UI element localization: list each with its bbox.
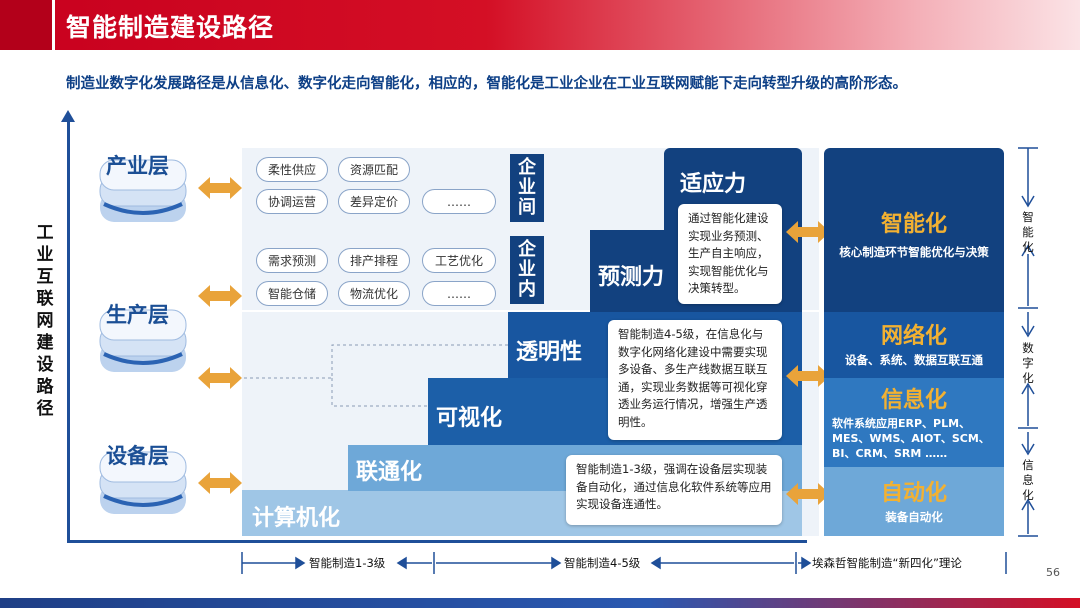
double-arrow-icon bbox=[786, 483, 830, 505]
right-info-block: 信息化 软件系统应用ERP、PLM、MES、WMS、AIOT、SCM、BI、CR… bbox=[824, 378, 1004, 467]
callout-transparent: 智能制造4-5级，在信息化与数字化网络化建设中需要实现多设备、多生产线数据互联互… bbox=[608, 320, 782, 440]
tick-theory: 埃森哲智能制造“新四化”理论 bbox=[812, 556, 962, 570]
double-arrow-icon bbox=[198, 285, 242, 307]
equipment-layer-icon bbox=[99, 451, 187, 514]
production-layer-icon bbox=[99, 309, 187, 372]
header-bar bbox=[0, 0, 1080, 50]
pill-process-opt: 工艺优化 bbox=[422, 248, 496, 273]
callout-connect: 智能制造1-3级，强调在设备层实现装备自动化，通过信息化软件系统等应用实现设备连… bbox=[566, 455, 782, 525]
dashed-connector bbox=[244, 344, 512, 407]
pill-more-2: …… bbox=[422, 281, 496, 306]
pill-diff-pricing: 差异定价 bbox=[338, 189, 410, 214]
equipment-layer-label: 设备层 bbox=[106, 444, 169, 468]
right-smart-desc: 核心制造环节智能优化与决策 bbox=[839, 245, 989, 259]
tick-level-4-5: 智能制造4-5级 bbox=[564, 556, 641, 570]
bracket-smart-label: 智能化 bbox=[1022, 210, 1034, 254]
vertical-axis-label: 工业互联网建设路径 bbox=[36, 223, 54, 419]
pill-flexible-supply: 柔性供应 bbox=[256, 157, 328, 182]
right-network-desc: 设备、系统、数据互联互通 bbox=[845, 353, 983, 367]
stair-predict-label: 预测力 bbox=[598, 265, 665, 290]
page-subtitle: 制造业数字化发展路径是从信息化、数字化走向智能化，相应的，智能化是工业企业在工业… bbox=[66, 76, 907, 92]
right-smart-block: 智能化 核心制造环节智能优化与决策 bbox=[824, 148, 1004, 312]
stair-compute-label: 计算机化 bbox=[252, 506, 341, 531]
stair-connect-label: 联通化 bbox=[356, 460, 423, 485]
pill-coordination: 协调运营 bbox=[256, 189, 328, 214]
double-arrow-icon bbox=[198, 177, 242, 199]
right-network-block: 网络化 设备、系统、数据互联互通 bbox=[824, 312, 1004, 378]
intra-enterprise-label: 企业内 bbox=[510, 236, 544, 304]
pill-resource-match: 资源匹配 bbox=[338, 157, 410, 182]
bracket-info-label: 信息化 bbox=[1022, 458, 1034, 502]
right-info-title: 信息化 bbox=[880, 388, 947, 413]
stair-transparent-label: 透明性 bbox=[516, 340, 583, 365]
right-info-desc: 软件系统应用ERP、PLM、MES、WMS、AIOT、SCM、BI、CRM、SR… bbox=[832, 417, 990, 460]
pill-demand-forecast: 需求预测 bbox=[256, 248, 328, 273]
tick-level-1-3: 智能制造1-3级 bbox=[309, 556, 386, 570]
stair-adapt-label: 适应力 bbox=[680, 172, 747, 197]
bottom-timeline bbox=[241, 552, 1007, 574]
right-auto-desc: 装备自动化 bbox=[885, 510, 943, 524]
right-smart-title: 智能化 bbox=[880, 212, 947, 237]
header-logo-block bbox=[0, 0, 52, 50]
pill-smart-warehouse: 智能仓储 bbox=[256, 281, 328, 306]
callout-adapt: 通过智能化建设实现业务预测、生产自主响应，实现智能优化与决策转型。 bbox=[678, 204, 782, 304]
horizontal-axis bbox=[67, 540, 807, 543]
vertical-axis bbox=[67, 120, 70, 542]
production-layer-label: 生产层 bbox=[106, 303, 169, 327]
header-separator bbox=[52, 0, 55, 50]
right-auto-block: 自动化 装备自动化 bbox=[824, 467, 1004, 536]
right-network-title: 网络化 bbox=[880, 324, 947, 349]
pill-logistics: 物流优化 bbox=[338, 281, 410, 306]
inter-enterprise-label: 企业间 bbox=[510, 154, 544, 222]
stair-visual-label: 可视化 bbox=[436, 406, 503, 431]
double-arrow-icon bbox=[198, 472, 242, 494]
industry-layer-label: 产业层 bbox=[106, 154, 169, 178]
page-title: 智能制造建设路径 bbox=[66, 13, 275, 42]
page-number: 56 bbox=[1046, 566, 1060, 579]
double-arrow-icon bbox=[786, 221, 830, 243]
pill-more: …… bbox=[422, 189, 496, 214]
industry-layer-icon bbox=[99, 159, 187, 222]
right-bracket-lines bbox=[1018, 147, 1038, 537]
right-auto-title: 自动化 bbox=[880, 481, 947, 506]
footer-bar bbox=[0, 598, 1080, 608]
vertical-axis-arrow bbox=[61, 110, 75, 122]
double-arrow-icon bbox=[786, 365, 830, 387]
bracket-digital-label: 数字化 bbox=[1022, 341, 1034, 385]
pill-scheduling: 排产排程 bbox=[338, 248, 410, 273]
double-arrow-icon bbox=[198, 367, 242, 389]
